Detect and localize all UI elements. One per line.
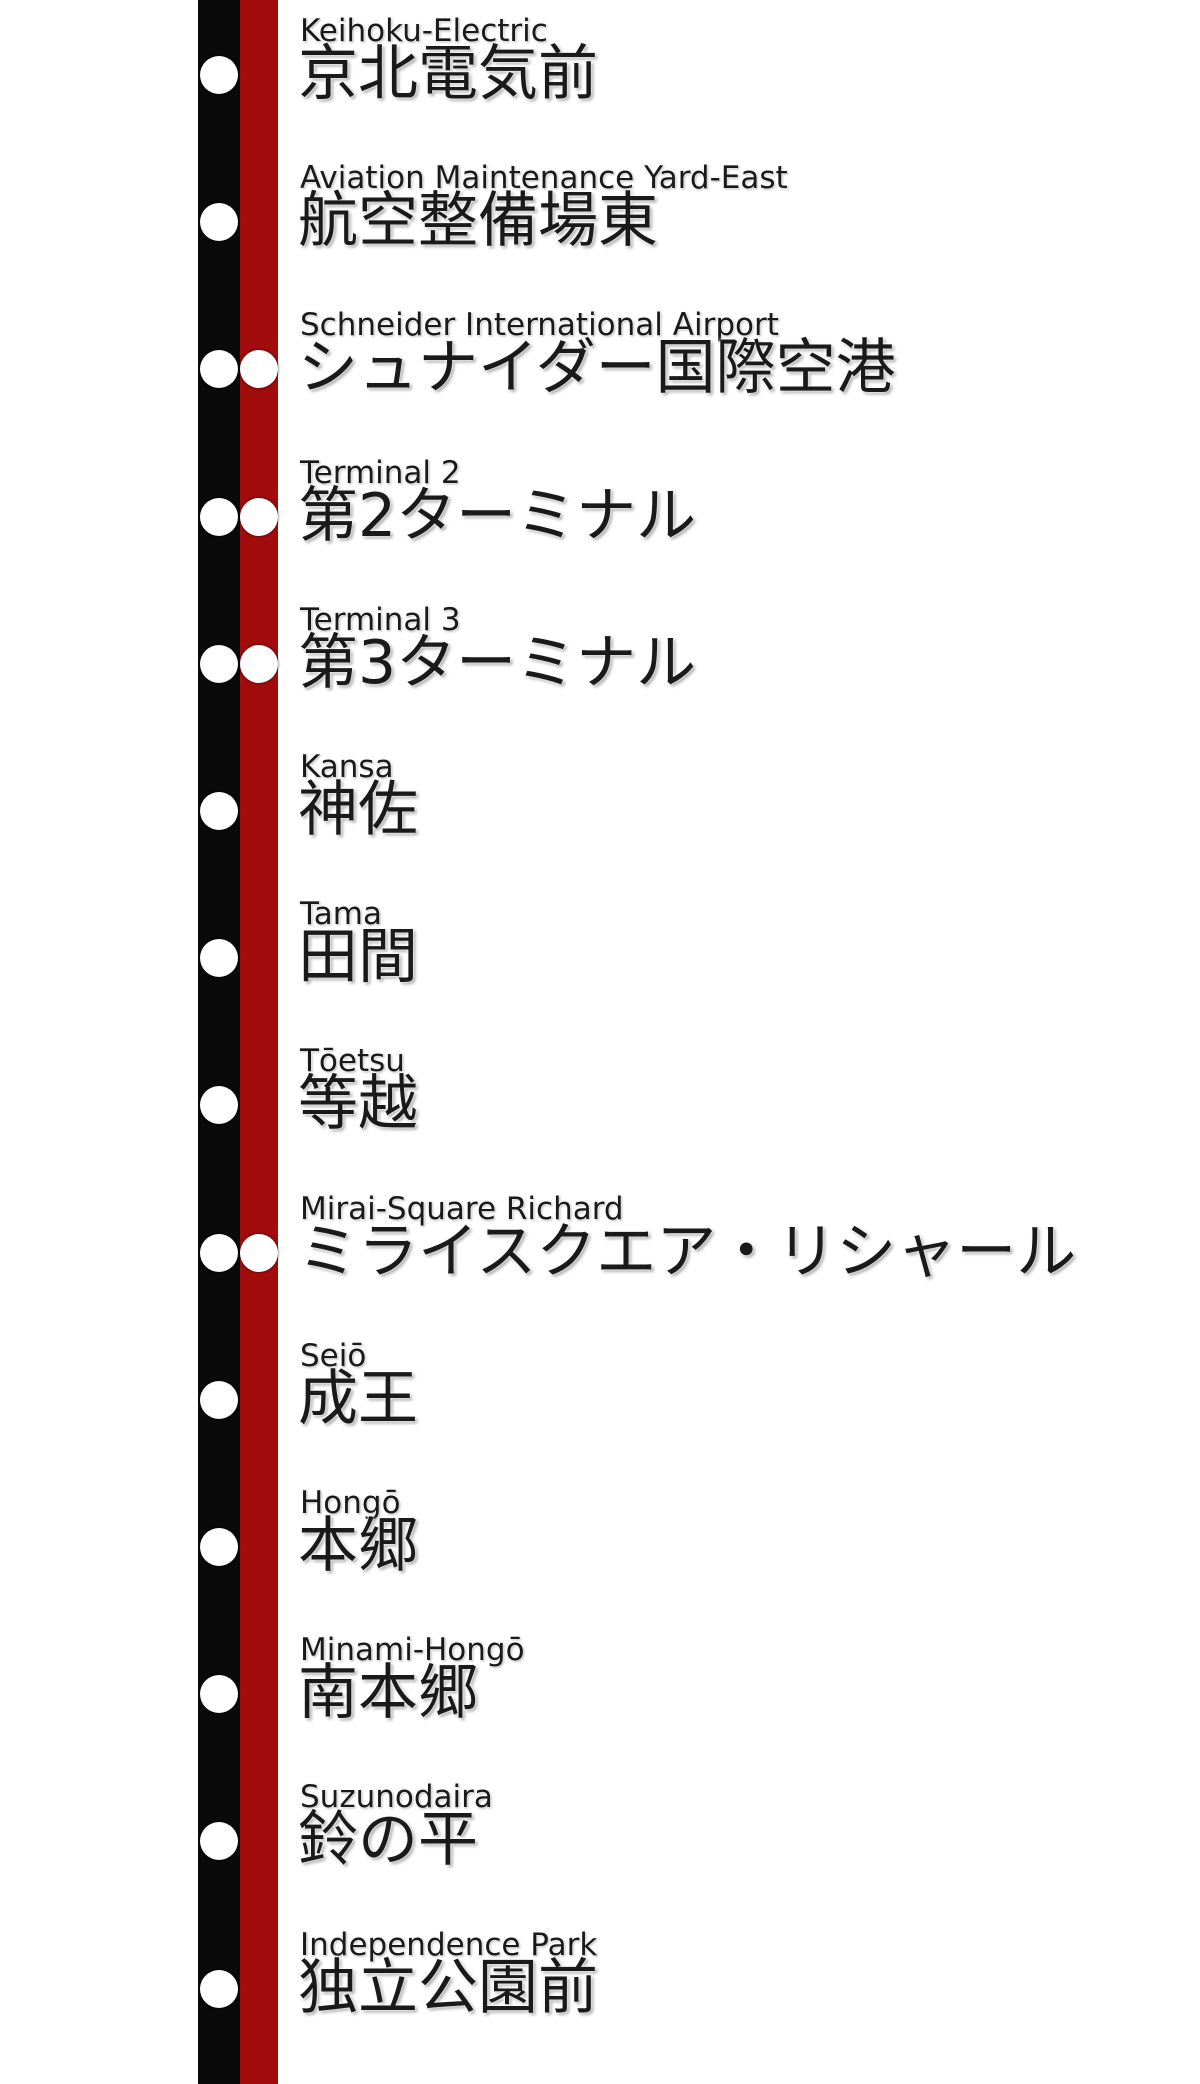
station-name-ja: 鈴の平 (298, 1805, 478, 1876)
station-dot (200, 1969, 238, 2008)
station-name-en: Terminal 3 (300, 601, 461, 638)
station-dot (200, 1380, 238, 1419)
station-name-en: Mirai-Square Richard (300, 1190, 624, 1227)
station-name-en: Independence Park (300, 1926, 598, 1963)
station-name-en: Tama (300, 896, 382, 933)
station-dot (200, 1086, 238, 1125)
station-dot (200, 1233, 238, 1272)
station-name-ja: 航空整備場東 (298, 186, 658, 257)
station-name-en: Schneider International Airport (300, 307, 779, 344)
station-name-ja: 第3ターミナル (298, 627, 697, 698)
station-name-ja: 等越 (298, 1069, 418, 1140)
station-dot (200, 939, 238, 978)
station-dot (200, 644, 238, 683)
station-dot (200, 497, 238, 536)
station-dot (200, 203, 238, 242)
station-dot (200, 1675, 238, 1714)
station-name-ja: 南本郷 (298, 1658, 478, 1729)
station-name-ja: ミライスクエア・リシャール (298, 1216, 1077, 1287)
station-dot (200, 350, 238, 389)
station-name-ja: 本郷 (298, 1511, 418, 1581)
red-line-strip (240, 0, 278, 2084)
station-name-ja: 独立公園前 (298, 1952, 598, 2023)
station-name-ja: 田間 (298, 922, 418, 993)
station-dot (200, 1528, 238, 1566)
station-name-ja: 神佐 (298, 775, 418, 845)
station-name-en: Kansa (300, 749, 394, 785)
station-name-en: Hongō (300, 1485, 401, 1521)
station-name-en: Aviation Maintenance Yard-East (300, 160, 788, 197)
station-name-ja: 第2ターミナル (298, 480, 697, 551)
transfer-dot (240, 644, 278, 683)
station-name-en: Tōetsu (300, 1043, 405, 1080)
station-name-ja: 成王 (298, 1363, 418, 1434)
station-dot (200, 792, 238, 830)
station-name-en: Terminal 2 (300, 454, 461, 491)
station-name-en: Seiō (300, 1337, 367, 1374)
station-name-ja: シュナイダー国際空港 (298, 333, 896, 404)
station-name-en: Minami-Hongō (300, 1632, 525, 1669)
station-name-ja: 京北電気前 (298, 39, 598, 109)
transfer-dot (240, 497, 278, 536)
transfer-dot (240, 1233, 278, 1272)
transfer-dot (240, 350, 278, 389)
station-name-en: Keihoku-Electric (300, 13, 548, 49)
station-dot (200, 56, 238, 94)
station-name-en: Suzunodaira (300, 1779, 493, 1816)
black-line-strip (198, 0, 240, 2084)
station-dot (200, 1822, 238, 1861)
